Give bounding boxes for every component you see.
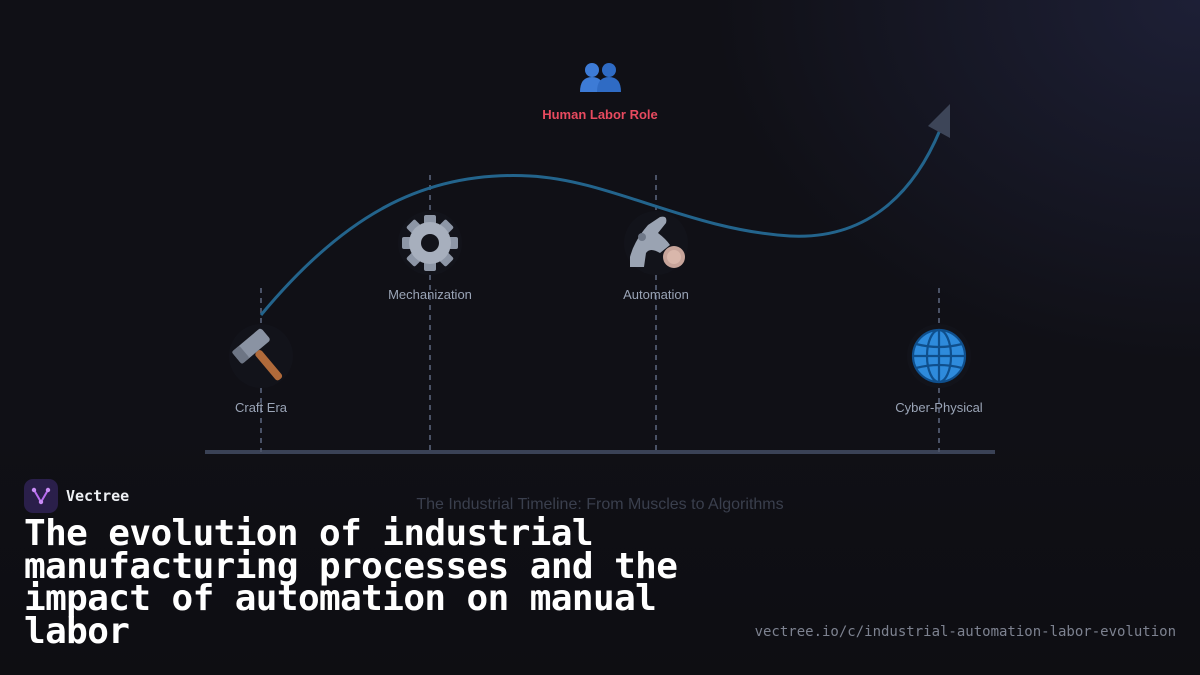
gear-icon	[402, 215, 458, 271]
globe-icon	[911, 328, 967, 384]
diagram-caption: The Industrial Timeline: From Muscles to…	[416, 496, 783, 513]
stage-label-cyber: Cyber-Physical	[895, 400, 983, 415]
human-labor-curve	[259, 129, 942, 316]
stage-label-craft: Craft Era	[235, 400, 288, 415]
stage-label-mechanization: Mechanization	[388, 287, 472, 302]
people-icon	[580, 63, 621, 92]
brand-name: Vectree	[66, 487, 130, 505]
page-title: The evolution of industrial manufacturin…	[24, 513, 678, 652]
page-url[interactable]: vectree.io/c/industrial-automation-labor…	[754, 624, 1176, 640]
brand: Vectree	[24, 479, 129, 513]
stage-label-automation: Automation	[623, 287, 689, 302]
hammer-icon	[232, 328, 283, 381]
curve-arrowhead	[928, 104, 950, 138]
vectree-logo-icon	[24, 479, 58, 513]
curve-label: Human Labor Role	[542, 107, 658, 122]
robotic-arm-icon	[630, 216, 685, 268]
